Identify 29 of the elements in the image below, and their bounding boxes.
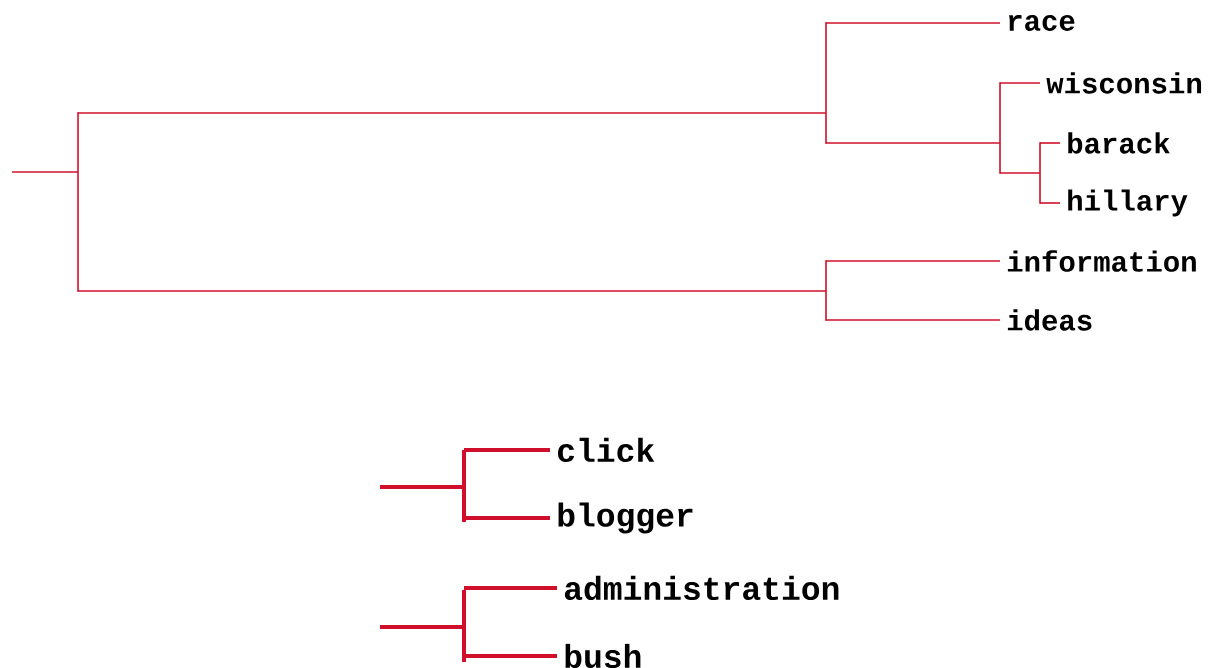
branch-line: [11, 171, 79, 173]
branch-line: [825, 142, 1001, 144]
dendrogram-junction: [462, 450, 466, 522]
leaf-label: barack: [1068, 132, 1170, 154]
branch-line: [464, 516, 550, 520]
leaf-label: blogger: [558, 502, 693, 534]
leaf-label: race: [1009, 15, 1075, 31]
branch-line: [999, 172, 1041, 174]
leaf-label: wisconsin: [1046, 72, 1202, 94]
branch-line: [77, 290, 827, 292]
branch-line: [825, 319, 1001, 321]
leaf-label: information: [1007, 250, 1196, 272]
branch-line: [999, 82, 1041, 84]
leaf-label: click: [558, 437, 655, 463]
leaf-label: hillary: [1068, 189, 1188, 217]
leaf-label: bush: [565, 643, 641, 668]
branch-line: [464, 586, 557, 590]
branch-line: [77, 112, 827, 114]
dendrogram-junction: [462, 590, 466, 662]
branch-line: [1039, 142, 1061, 144]
branch-line: [464, 448, 550, 452]
leaf-label: ideas: [1007, 309, 1092, 331]
branch-line: [380, 625, 464, 629]
leaf-label: administration: [564, 575, 839, 601]
branch-line: [380, 485, 464, 489]
branch-line: [464, 654, 557, 658]
branch-line: [825, 260, 1001, 262]
branch-line: [1039, 202, 1061, 204]
branch-line: [825, 22, 1001, 24]
